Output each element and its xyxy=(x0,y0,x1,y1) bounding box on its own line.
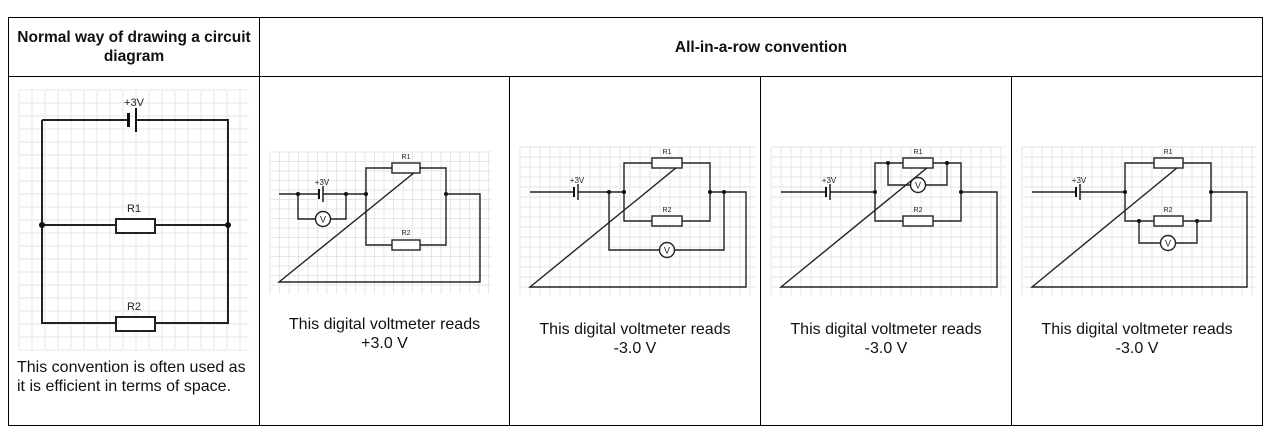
circuit-caption-4: This digital voltmeter reads -3.0 V xyxy=(1012,320,1262,358)
caption-line-1: This digital voltmeter reads xyxy=(539,321,731,338)
junction xyxy=(945,161,949,165)
circuit-comparison-table: Normal way of drawing a circuit diagram … xyxy=(8,17,1264,426)
resistor-r1 xyxy=(651,157,683,169)
junction xyxy=(886,161,890,165)
voltmeter-wires xyxy=(1138,221,1198,244)
voltmeter-icon xyxy=(1159,234,1177,252)
grid-background xyxy=(269,151,492,294)
circuit-wires xyxy=(277,167,481,283)
header-normal: Normal way of drawing a circuit diagram xyxy=(8,17,260,77)
circuit-cell-3: +3V R1 R2 V This digital voltmeter reads… xyxy=(760,76,1012,426)
circuit-caption-2: This digital voltmeter reads -3.0 V xyxy=(510,320,760,358)
junction xyxy=(1123,190,1127,194)
resistor-r1 xyxy=(1153,157,1184,169)
battery-label: +3V xyxy=(315,178,330,187)
voltmeter-wires xyxy=(297,194,347,220)
voltmeter-reading: -3.0 V xyxy=(613,340,657,357)
circuit-wires xyxy=(779,162,998,288)
voltmeter-label: V xyxy=(664,246,670,256)
voltmeter-label: V xyxy=(1165,239,1171,249)
r2-label: R2 xyxy=(402,230,411,237)
circuit-wires xyxy=(528,162,747,288)
circuit-caption-3: This digital voltmeter reads -3.0 V xyxy=(761,320,1011,358)
resistor-r2 xyxy=(115,316,156,332)
r2-label: R2 xyxy=(127,301,141,313)
r1-label: R1 xyxy=(402,154,411,161)
battery-negative-plate xyxy=(127,113,130,127)
voltmeter-icon xyxy=(314,210,332,228)
battery-negative-plate xyxy=(573,187,575,197)
junction xyxy=(708,190,712,194)
junction xyxy=(959,190,963,194)
resistor-r2 xyxy=(651,215,683,227)
resistor-r1 xyxy=(902,157,934,169)
caption-line-1: This digital voltmeter reads xyxy=(288,316,481,333)
voltmeter-icon xyxy=(658,241,676,259)
r2-wire xyxy=(41,225,229,324)
r2-label: R2 xyxy=(663,207,672,214)
battery-label: +3V xyxy=(1072,176,1087,185)
circuit-cell-4: +3V R1 R2 V This digital voltmeter reads… xyxy=(1010,76,1264,426)
r2-label: R2 xyxy=(1164,207,1173,214)
junction xyxy=(873,190,877,194)
battery-label: +3V xyxy=(570,176,585,185)
resistor-r2 xyxy=(391,239,421,251)
circuit-diagram-4: +3V R1 R2 V xyxy=(1021,146,1257,295)
caption-line-1: This digital voltmeter reads xyxy=(790,321,982,338)
voltmeter-reading: +3.0 V xyxy=(361,335,408,352)
voltmeter-reading: -3.0 V xyxy=(864,340,908,357)
voltmeter-icon xyxy=(909,176,927,194)
voltmeter-wires xyxy=(887,163,948,186)
battery-negative-plate xyxy=(318,189,320,199)
junction xyxy=(1195,219,1199,223)
normal-caption: This convention is often used as it is e… xyxy=(17,359,246,395)
voltmeter-wires xyxy=(608,192,725,251)
junction-left xyxy=(39,222,45,228)
circuit-wires xyxy=(1030,162,1248,288)
circuit-diagram-3: +3V R1 R2 V xyxy=(770,146,1006,295)
battery-negative-plate xyxy=(825,187,827,197)
voltmeter-label: V xyxy=(915,181,921,191)
circuit-cell-1: +3V R1 R2 V This digital voltmeter reads… xyxy=(259,76,510,426)
junction xyxy=(344,192,348,196)
junction-right xyxy=(225,222,231,228)
junction xyxy=(607,190,611,194)
junction xyxy=(622,190,626,194)
junction xyxy=(1137,219,1141,223)
junction xyxy=(722,190,726,194)
circuit-caption-1: This digital voltmeter reads +3.0 V xyxy=(260,315,509,353)
r1-label: R1 xyxy=(914,149,923,156)
normal-circuit-cell: +3V R1 R2 This convention is often used … xyxy=(8,76,260,426)
caption-line-1: This digital voltmeter reads xyxy=(1041,321,1233,338)
junction xyxy=(364,192,368,196)
circuit-diagram-1: +3V R1 R2 V xyxy=(269,151,492,294)
circuit-cell-2: +3V R1 R2 V This digital voltmeter reads… xyxy=(509,76,761,426)
resistor-r2 xyxy=(902,215,934,227)
grid-background xyxy=(18,89,249,351)
circuit-diagram-2: +3V R1 R2 V xyxy=(519,146,755,295)
junction xyxy=(444,192,448,196)
junction xyxy=(1209,190,1213,194)
resistor-r2 xyxy=(1153,215,1184,227)
top-wire xyxy=(41,119,229,225)
resistor-r1 xyxy=(115,218,156,234)
r1-label: R1 xyxy=(127,203,141,215)
battery-label: +3V xyxy=(124,97,145,109)
r1-label: R1 xyxy=(1164,149,1173,156)
normal-circuit-diagram: +3V R1 R2 xyxy=(18,89,249,351)
voltmeter-reading: -3.0 V xyxy=(1115,340,1159,357)
battery-negative-plate xyxy=(1075,187,1077,197)
r1-label: R1 xyxy=(663,149,672,156)
r2-label: R2 xyxy=(914,207,923,214)
resistor-r1 xyxy=(391,162,421,174)
battery-label: +3V xyxy=(822,176,837,185)
header-all-in-row: All-in-a-row convention xyxy=(258,17,1264,77)
junction xyxy=(296,192,300,196)
voltmeter-label: V xyxy=(320,215,326,225)
